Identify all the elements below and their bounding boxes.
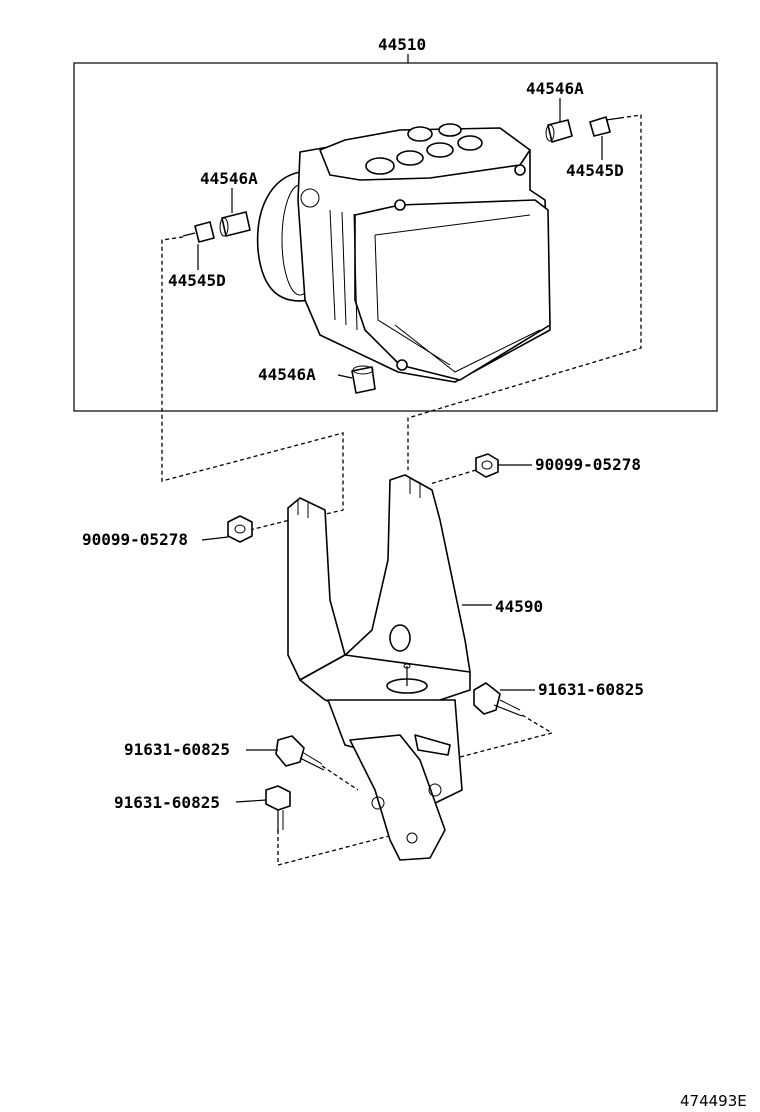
assembly-frame	[73, 62, 718, 412]
alignment-line-nut-left	[249, 519, 291, 531]
nut-right	[475, 453, 499, 478]
diagram-code: 474493E	[680, 1092, 747, 1110]
alignment-line-bolt-left-upper	[321, 765, 359, 791]
label-91631-60825-right[interactable]: 91631-60825	[538, 680, 644, 699]
screw-left	[182, 221, 215, 243]
damper-bottom	[351, 365, 376, 394]
label-44546a-bottom[interactable]: 44546A	[258, 365, 316, 384]
damper-left	[219, 211, 251, 237]
bracket-illustration	[287, 474, 471, 861]
label-91631-60825-left-upper[interactable]: 91631-60825	[124, 740, 230, 759]
nut-left	[227, 515, 253, 543]
label-90099-05278-left[interactable]: 90099-05278	[82, 530, 188, 549]
bolt-right	[473, 682, 523, 717]
label-44590[interactable]: 44590	[495, 597, 543, 616]
abs-actuator-illustration	[256, 123, 551, 383]
label-44545d-left[interactable]: 44545D	[168, 271, 226, 290]
damper-top-right	[545, 119, 573, 143]
label-44546a-top-right[interactable]: 44546A	[526, 79, 584, 98]
label-44546a-left[interactable]: 44546A	[200, 169, 258, 188]
alignment-line-bolt-right	[459, 714, 554, 758]
label-44510[interactable]: 44510	[378, 35, 426, 54]
label-44545d-top-right[interactable]: 44545D	[566, 161, 624, 180]
alignment-line-nut-right	[429, 469, 477, 485]
label-91631-60825-left-lower[interactable]: 91631-60825	[114, 793, 220, 812]
bolt-left-upper	[275, 735, 325, 771]
label-90099-05278-right[interactable]: 90099-05278	[535, 455, 641, 474]
bolt-left-lower	[265, 785, 291, 832]
screw-top-right	[589, 116, 621, 137]
alignment-line-bolt-left-lower	[277, 829, 413, 866]
alignment-line-left	[161, 236, 344, 521]
alignment-line-right	[407, 114, 642, 470]
